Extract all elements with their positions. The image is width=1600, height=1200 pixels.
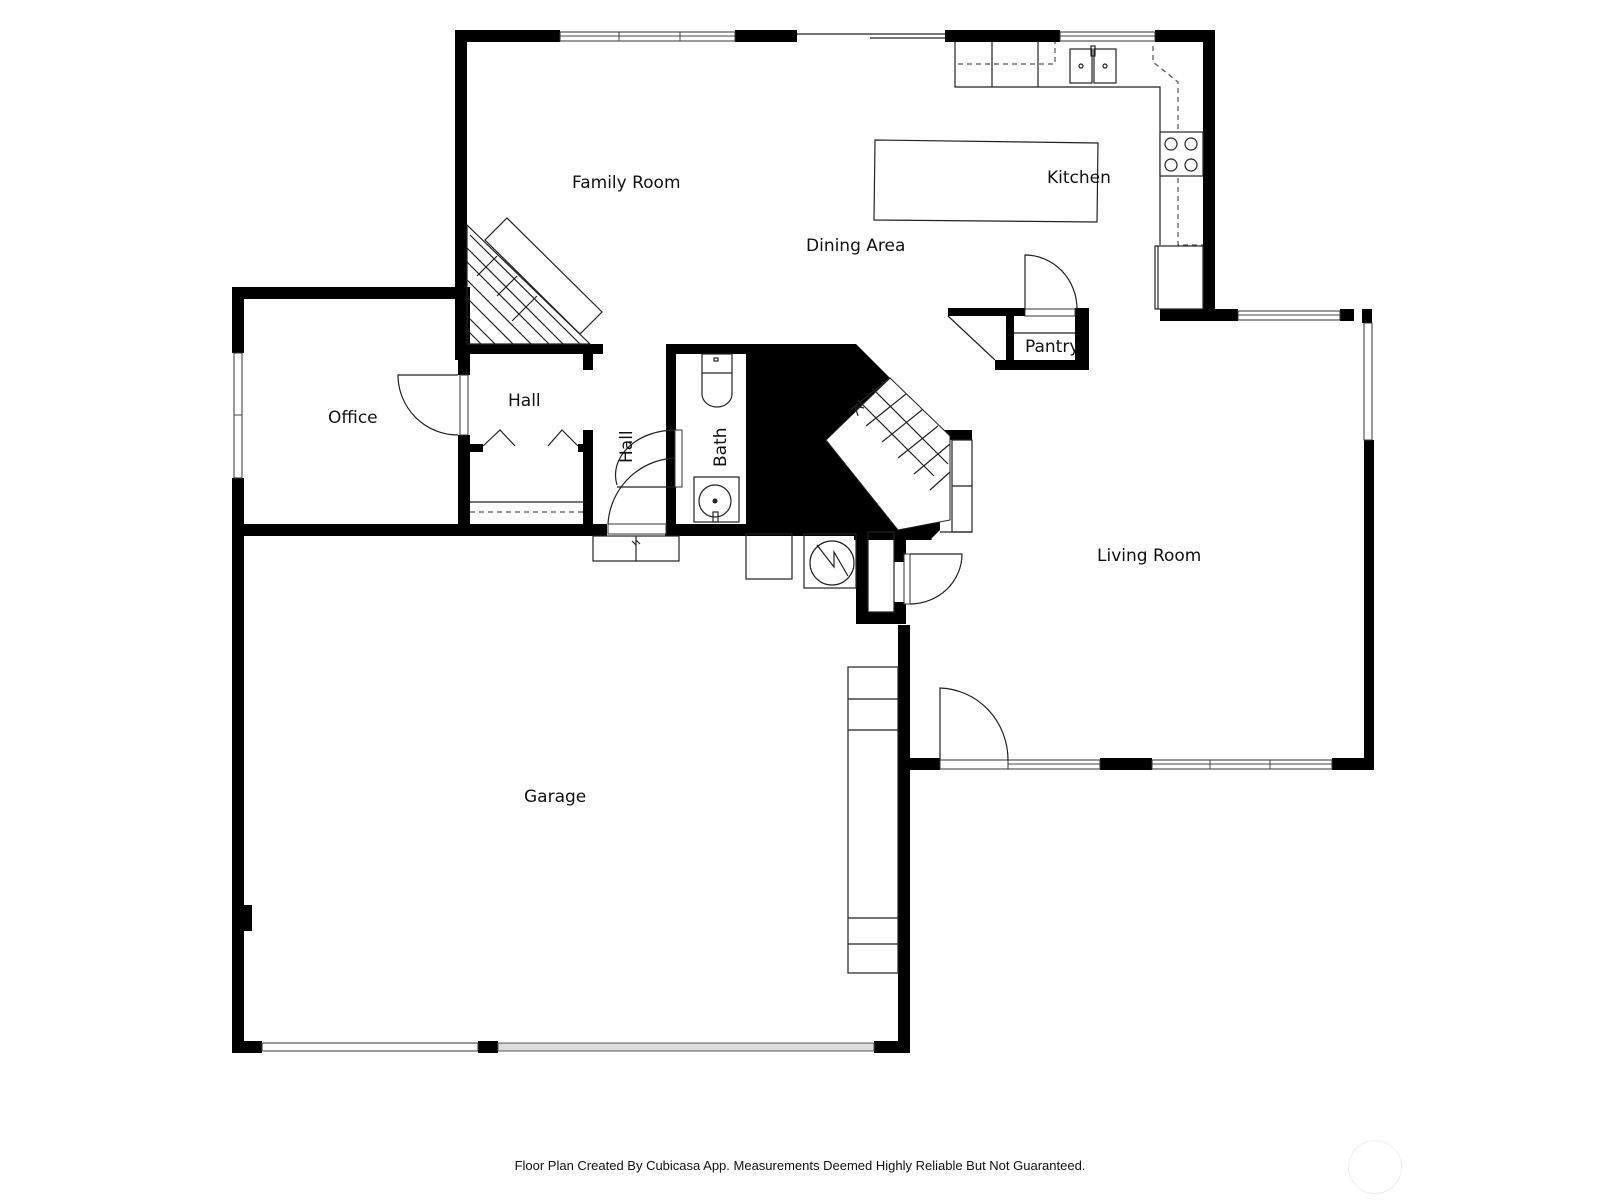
fixtures [470,42,1204,974]
walls [232,30,1374,1053]
watermark-logo-icon [1348,1140,1402,1194]
label-kitchen: Kitchen [1047,168,1111,188]
label-hall-2: Hall [617,430,637,463]
label-dining-area: Dining Area [806,236,905,256]
label-family-room: Family Room [572,173,681,193]
footer-disclaimer: Floor Plan Created By Cubicasa App. Meas… [514,1158,1086,1173]
stairs [466,217,951,491]
label-office: Office [328,408,378,428]
doors [397,254,1078,770]
windows [233,31,1373,1052]
label-hall-1: Hall [508,391,541,411]
label-garage: Garage [524,787,586,807]
label-bath: Bath [711,427,731,467]
room-labels: Family Room Kitchen Dining Area Office H… [328,168,1201,807]
label-living-room: Living Room [1097,546,1201,566]
label-pantry: Pantry [1025,337,1079,357]
